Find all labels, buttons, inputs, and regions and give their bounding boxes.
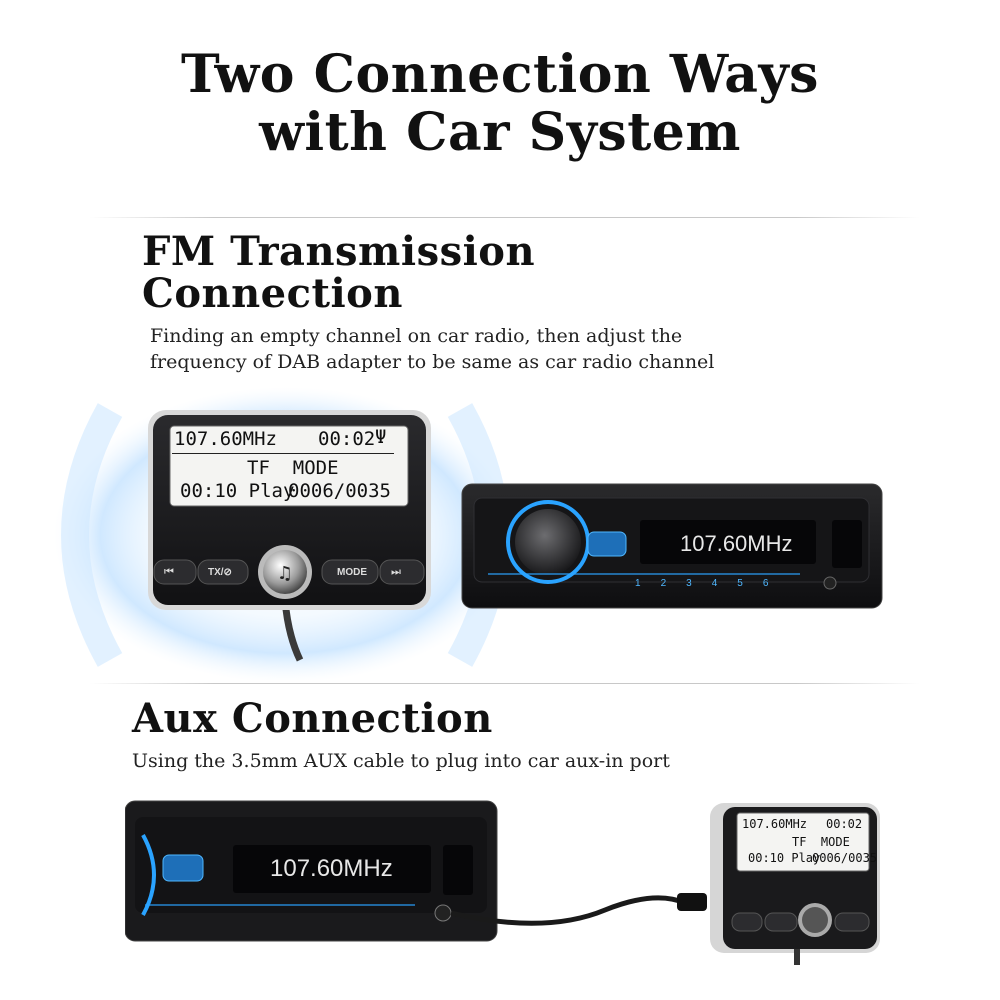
preset-buttons: 1 2 3 4 5 6 xyxy=(635,578,768,589)
aux-radio-frequency: 107.60MHz xyxy=(270,855,393,882)
aux-plug xyxy=(677,893,707,911)
page-title-line2: with Car System xyxy=(259,102,741,163)
aux-adapter-lcd xyxy=(736,812,870,872)
preset-2: 2 xyxy=(660,578,667,589)
adapter-next-button xyxy=(379,559,425,585)
adapter-mode-button xyxy=(321,559,379,585)
fm-heading-line2: Connection xyxy=(142,270,403,317)
wave-left-icon xyxy=(61,403,123,667)
preset-4: 4 xyxy=(711,578,718,589)
fm-desc-line1: Finding an empty channel on car radio, t… xyxy=(150,325,683,347)
aux-adapter-status: 00:10 Play xyxy=(748,851,821,865)
radio-display xyxy=(640,520,816,564)
lcd-divider xyxy=(172,453,394,454)
aux-adapter-time: 00:02 xyxy=(826,817,863,831)
fm-adapter-illustration: ♫ xyxy=(54,387,518,680)
prev-icon: ⏮ xyxy=(164,566,174,578)
adapter-tx-button xyxy=(197,559,249,585)
adapter-knob xyxy=(263,550,307,594)
mode-label: MODE xyxy=(337,567,367,578)
fm-desc-line2: frequency of DAB adapter to be same as c… xyxy=(150,351,715,373)
adapter-status: 00:10 Play xyxy=(180,480,295,502)
aux-in-port xyxy=(434,904,452,922)
phone-music-icon: ♫ xyxy=(277,563,293,584)
car-radio-fm xyxy=(461,483,883,609)
aux-adapter-frequency: 107.60MHz xyxy=(742,817,808,831)
preset-6: 6 xyxy=(762,578,769,589)
radio-disc-slot xyxy=(832,520,862,568)
adapter-frequency: 107.60MHz xyxy=(174,428,277,450)
aux-cable xyxy=(450,895,686,926)
preset-3: 3 xyxy=(686,578,692,589)
preset-1: 1 xyxy=(635,578,641,589)
adapter-track: 0006/0035 xyxy=(288,480,391,502)
tx-label: TX/⊘ xyxy=(208,567,232,578)
aux-radio-knob-ring xyxy=(141,834,156,916)
divider-top xyxy=(90,217,920,218)
aux-radio-display xyxy=(233,845,431,893)
adapter-time: 00:02 xyxy=(318,428,376,450)
aux-desc: Using the 3.5mm AUX cable to plug into c… xyxy=(132,750,670,772)
radio-aux-port xyxy=(823,576,837,590)
adapter-prev-button xyxy=(153,559,197,585)
aux-radio-phone-button xyxy=(162,854,204,882)
aux-adapter-mode: TF MODE xyxy=(792,835,850,849)
preset-5: 5 xyxy=(737,578,743,589)
volume-knob xyxy=(515,509,581,575)
divider-middle xyxy=(90,683,920,684)
fm-heading-line1: FM Transmission xyxy=(142,228,536,275)
radio-frequency: 107.60MHz xyxy=(680,531,793,556)
adapter-lcd xyxy=(169,425,409,507)
aux-illustration xyxy=(125,800,880,965)
radio-phone-button xyxy=(587,531,627,557)
aux-heading: Aux Connection xyxy=(132,695,493,742)
next-icon: ⏭ xyxy=(391,566,401,578)
adapter-mode: TF MODE xyxy=(247,457,339,479)
page-title-line1: Two Connection Ways xyxy=(181,44,819,105)
antenna-icon: Ψ xyxy=(375,426,387,448)
aux-adapter-track: 0006/0035 xyxy=(812,851,878,865)
